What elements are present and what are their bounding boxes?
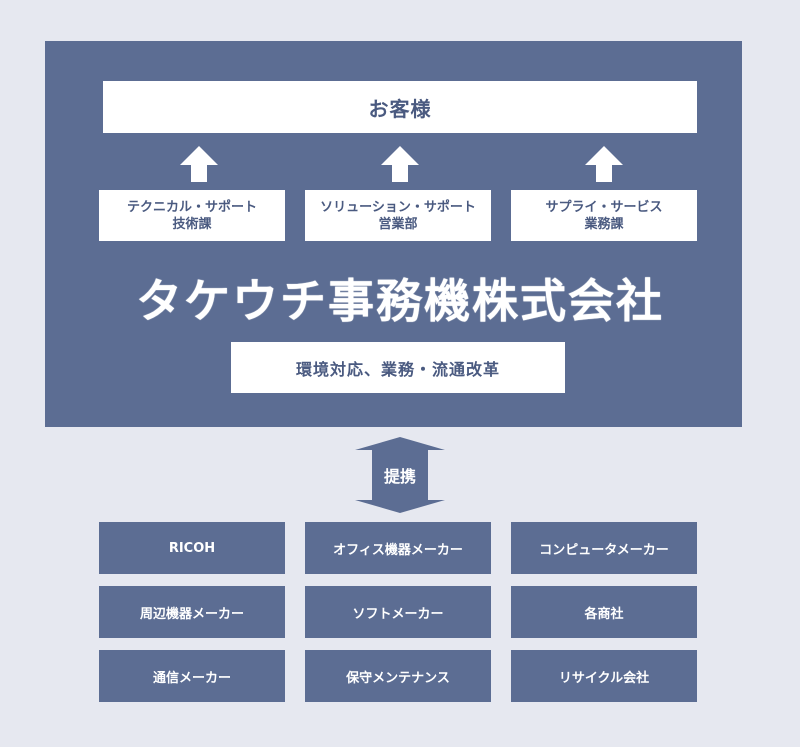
partner-label: RICOH xyxy=(168,540,216,556)
partner-label: コンピュータメーカー xyxy=(539,542,669,558)
arrow-up-icon xyxy=(381,146,419,182)
partnership-label: 提携 xyxy=(383,467,416,486)
partner-box: リサイクル会社 xyxy=(511,650,697,702)
partner-box: 通信メーカー xyxy=(99,650,285,702)
department-unit: 営業部 xyxy=(378,216,418,232)
customer-box: お客様 xyxy=(103,81,697,133)
partner-label: ソフトメーカー xyxy=(352,606,444,622)
partner-box: オフィス機器メーカー xyxy=(305,522,491,574)
arrow-up-icon xyxy=(585,146,623,182)
company-name: タケウチ事務機株式会社 xyxy=(136,274,664,328)
department-unit: 技術課 xyxy=(172,216,212,232)
partner-box: 周辺機器メーカー xyxy=(99,586,285,638)
department-unit: 業務課 xyxy=(584,216,624,232)
partner-label: 周辺機器メーカー xyxy=(139,606,244,622)
partner-box: 各商社 xyxy=(511,586,697,638)
partner-label: 保守メンテナンス xyxy=(346,670,450,686)
mission-box: 環境対応、業務・流通改革 xyxy=(231,342,565,393)
partner-label: リサイクル会社 xyxy=(558,670,650,686)
partner-label: オフィス機器メーカー xyxy=(333,542,463,558)
partner-box: 保守メンテナンス xyxy=(305,650,491,702)
department-box-supply-service: サプライ・サービス 業務課 xyxy=(511,190,697,241)
department-name: サプライ・サービス xyxy=(545,199,663,215)
department-box-technical-support: テクニカル・サポート 技術課 xyxy=(99,190,285,241)
mission-label: 環境対応、業務・流通改革 xyxy=(295,359,500,379)
department-name: テクニカル・サポート xyxy=(126,199,257,215)
partner-box: コンピュータメーカー xyxy=(511,522,697,574)
department-box-solution-support: ソリューション・サポート 営業部 xyxy=(305,190,491,241)
customer-label: お客様 xyxy=(368,96,432,121)
partner-box: ソフトメーカー xyxy=(305,586,491,638)
partner-box: RICOH xyxy=(99,522,285,574)
double-arrow-icon xyxy=(355,437,445,513)
department-name: ソリューション・サポート xyxy=(320,199,476,215)
partner-label: 通信メーカー xyxy=(152,670,231,686)
partner-label: 各商社 xyxy=(584,606,624,622)
arrow-up-icon xyxy=(180,146,218,182)
